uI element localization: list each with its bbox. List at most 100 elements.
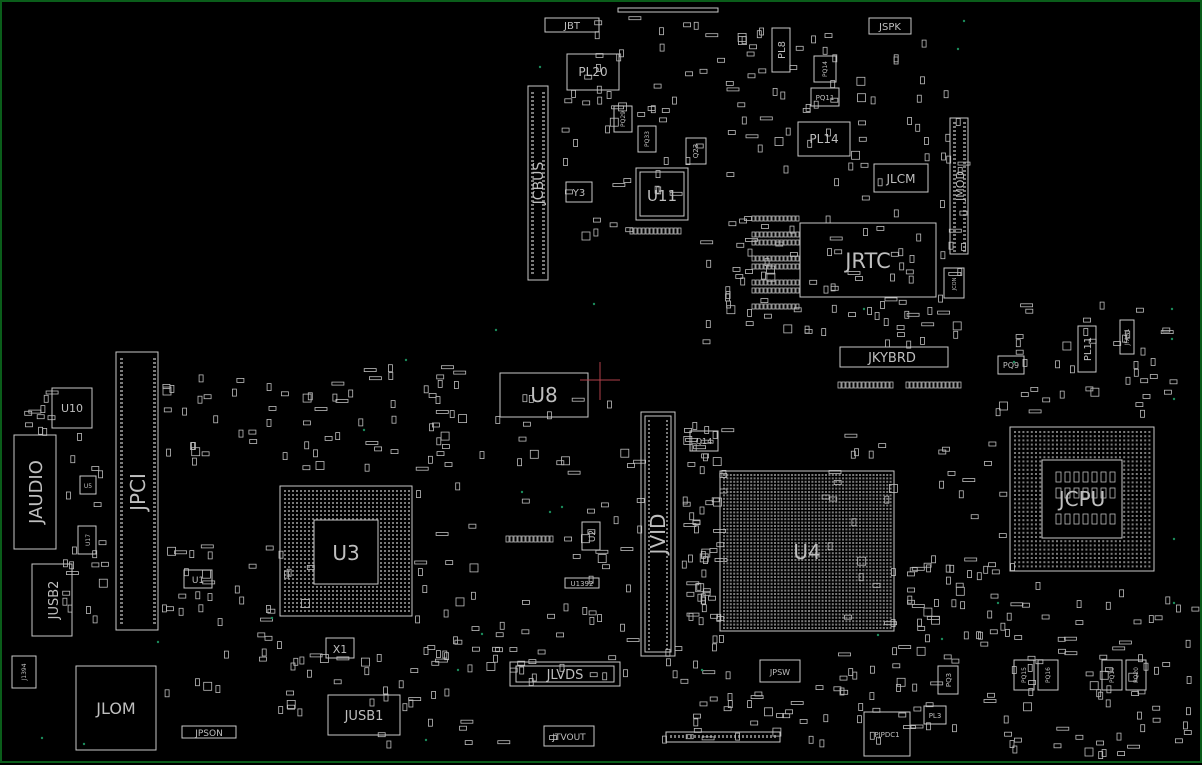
smd-pad bbox=[702, 590, 711, 596]
ball-pad bbox=[865, 627, 868, 629]
ball-pad bbox=[794, 487, 797, 490]
ball-pad bbox=[797, 477, 800, 480]
ball-pad bbox=[784, 620, 787, 623]
ball-pad bbox=[1148, 519, 1151, 522]
ball-pad bbox=[780, 606, 783, 609]
smd-pad bbox=[955, 118, 961, 126]
ball-pad bbox=[777, 576, 780, 578]
ball-pad bbox=[818, 480, 821, 483]
smd-pad bbox=[410, 668, 419, 673]
ball-pad bbox=[308, 498, 310, 500]
ball-pad bbox=[845, 494, 848, 497]
ball-pad bbox=[1119, 544, 1121, 547]
ball-pad bbox=[726, 531, 729, 534]
smd-pad bbox=[736, 242, 745, 248]
ball-pad bbox=[1085, 439, 1088, 442]
ball-pad bbox=[784, 548, 787, 551]
pin bbox=[120, 366, 123, 368]
ball-pad bbox=[760, 569, 763, 572]
ball-pad bbox=[368, 594, 370, 596]
ball-pad bbox=[879, 613, 882, 616]
smd-pad bbox=[455, 597, 465, 607]
ball-pad bbox=[1127, 527, 1130, 530]
ball-pad bbox=[825, 508, 827, 510]
ball-pad bbox=[1014, 452, 1016, 454]
ball-pad bbox=[791, 576, 793, 578]
ball-pad bbox=[804, 491, 807, 493]
pin bbox=[648, 476, 650, 478]
ball-pad bbox=[784, 610, 787, 612]
pin bbox=[531, 132, 534, 134]
ball-pad bbox=[746, 555, 749, 558]
smd-pad bbox=[605, 125, 610, 134]
ball-pad bbox=[848, 535, 851, 538]
ball-pad bbox=[729, 559, 732, 561]
ball-pad bbox=[801, 491, 804, 493]
ball-pad bbox=[352, 594, 354, 596]
ball-pad bbox=[784, 535, 787, 538]
ball-pad bbox=[787, 511, 790, 514]
ball-pad bbox=[777, 494, 780, 497]
ball-pad bbox=[308, 550, 310, 552]
ball-pad bbox=[774, 531, 776, 534]
ball-pad bbox=[404, 550, 406, 552]
ball-pad bbox=[848, 484, 851, 487]
smd-pad bbox=[1154, 666, 1159, 675]
smd-pad bbox=[606, 91, 612, 99]
ball-pad bbox=[1127, 531, 1130, 534]
ball-pad bbox=[733, 542, 736, 544]
ball-pad bbox=[408, 502, 410, 504]
ball-pad bbox=[760, 535, 763, 538]
pin bbox=[758, 735, 760, 738]
ball-pad bbox=[869, 613, 872, 616]
ball-pad bbox=[1144, 531, 1147, 534]
ball-pad bbox=[1106, 565, 1109, 568]
ball-pad bbox=[1140, 473, 1142, 475]
pin bbox=[666, 636, 668, 638]
ball-pad bbox=[784, 555, 787, 558]
ball-pad bbox=[777, 521, 780, 524]
ball-pad bbox=[384, 506, 386, 508]
ball-pad bbox=[825, 518, 827, 521]
ball-pad bbox=[1014, 536, 1016, 538]
ball-pad bbox=[882, 480, 885, 483]
ball-pad bbox=[791, 610, 793, 612]
ball-pad bbox=[300, 538, 302, 540]
smd-pad bbox=[958, 490, 964, 499]
pin bbox=[953, 210, 956, 212]
ball-pad bbox=[1098, 540, 1100, 543]
smd-pad bbox=[698, 617, 704, 626]
ball-pad bbox=[750, 620, 753, 623]
smd-pad bbox=[913, 706, 922, 712]
ball-pad bbox=[1089, 557, 1092, 559]
ball-pad bbox=[729, 545, 732, 548]
ball-pad bbox=[811, 545, 814, 548]
ball-pad bbox=[300, 598, 302, 600]
ball-pad bbox=[284, 506, 286, 508]
ball-pad bbox=[879, 627, 882, 629]
ball-pad bbox=[852, 484, 855, 487]
ball-pad bbox=[723, 497, 725, 500]
ball-pad bbox=[838, 610, 841, 612]
ball-pad bbox=[784, 565, 787, 568]
ball-pad bbox=[808, 538, 810, 541]
ball-pad bbox=[879, 521, 882, 524]
pin bbox=[542, 160, 545, 162]
pin bbox=[666, 496, 668, 498]
ball-pad bbox=[811, 562, 814, 565]
ball-pad bbox=[791, 586, 793, 589]
ball-pad bbox=[757, 555, 759, 558]
pin bbox=[120, 450, 123, 452]
ball-pad bbox=[304, 494, 306, 496]
smd-pad bbox=[927, 306, 933, 315]
smd-pad bbox=[383, 686, 388, 695]
smd-pad bbox=[40, 405, 46, 414]
ball-pad bbox=[760, 545, 763, 548]
ball-pad bbox=[838, 501, 841, 504]
ball-pad bbox=[312, 554, 314, 556]
smd-pad bbox=[36, 414, 45, 420]
ball-pad bbox=[1064, 431, 1067, 433]
smd-pad bbox=[839, 675, 848, 681]
